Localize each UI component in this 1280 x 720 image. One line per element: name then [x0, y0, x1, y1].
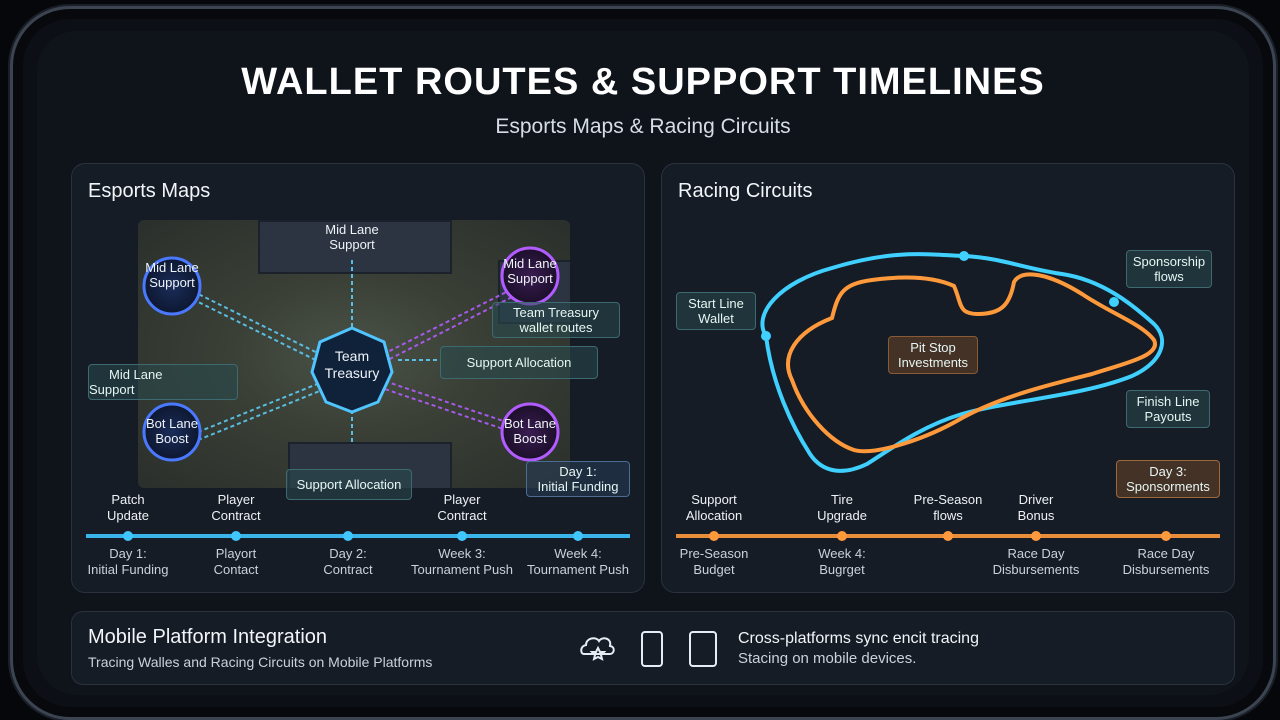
racing-timeline-marker[interactable] [709, 531, 719, 541]
esports-timeline-date-label: Day 2: Contract [323, 546, 373, 577]
sync-title: Cross-platforms sync encit tracing [738, 630, 979, 647]
racing-timeline-date-label: Week 4: Bugrget [818, 546, 866, 577]
screen: WALLET ROUTES & SUPPORT TIMELINES Esport… [37, 31, 1249, 695]
esports-timeline-marker[interactable] [123, 531, 133, 541]
mid-lane-support-node-left[interactable] [142, 256, 202, 316]
mid-lane-support-label-top-right: Mid Lane Support [503, 256, 557, 286]
racing-timeline-marker[interactable] [1161, 531, 1171, 541]
outer-circuit-track [760, 252, 1165, 473]
esports-panel: Esports Maps [71, 163, 645, 593]
bot-lane-boost-node-right[interactable] [500, 402, 560, 462]
mobile-integration-subtitle: Tracing Walles and Racing Circuits on Mo… [88, 654, 433, 670]
esports-timeline-marker[interactable] [343, 531, 353, 541]
device-icons [580, 631, 717, 667]
phone-icon [641, 631, 663, 667]
racing-panel: Racing Circuits Start Line Wallet Sponso… [661, 163, 1235, 593]
support-allocation-box-right: Support Allocation [440, 346, 598, 379]
esports-timeline-date-label: Playort Contact [213, 546, 259, 577]
mobile-integration-panel: Mobile Platform Integration Tracing Wall… [71, 611, 1235, 685]
mid-lane-support-label-top: Mid Lane Support [325, 222, 379, 252]
esports-timeline-event-label: Player Contract [437, 492, 487, 523]
racing-timeline-date-label: Race Day Disbursements [1122, 546, 1210, 577]
mid-lane-support-box-left: Mid Lane Support [88, 364, 238, 400]
mobile-integration-title: Mobile Platform Integration [88, 626, 328, 648]
racing-timeline-event-label: Pre-Season flows [913, 492, 983, 523]
page-subtitle: Esports Maps & Racing Circuits [495, 115, 791, 138]
inner-circuit-track [786, 272, 1157, 454]
esports-timeline-event-label: Player Contract [211, 492, 261, 523]
circuit-checkpoint-start[interactable] [761, 331, 771, 341]
circuit-checkpoint-top[interactable] [959, 251, 969, 261]
device-frame: WALLET ROUTES & SUPPORT TIMELINES Esport… [10, 6, 1276, 720]
esports-timeline-marker[interactable] [231, 531, 241, 541]
racing-timeline-date-label: Race Day Disbursements [992, 546, 1080, 577]
bot-lane-boost-label-right: Bot Lane Boost [503, 416, 557, 446]
racing-timeline-event-label: Driver Bonus [1017, 492, 1055, 523]
esports-route-lines [142, 246, 560, 462]
esports-timeline-date-label: Day 1: Initial Funding [87, 546, 169, 577]
racing-panel-title: Racing Circuits [678, 180, 813, 202]
map-building-top [258, 220, 452, 274]
bot-lane-boost-label-left: Bot Lane Boost [145, 416, 199, 446]
sync-subtitle: Stacing on mobile devices. [738, 650, 917, 667]
racing-circuit [760, 251, 1165, 473]
tablet-icon [689, 631, 717, 667]
racing-timeline-date-label: Pre-Season Budget [679, 546, 749, 577]
racing-timeline-marker[interactable] [943, 531, 953, 541]
racing-timeline-marker[interactable] [1031, 531, 1041, 541]
esports-timeline-date-label: Week 3: Tournament Push [411, 546, 513, 577]
page-title: WALLET ROUTES & SUPPORT TIMELINES [241, 61, 1045, 103]
circuit-checkpoint-sponsorship[interactable] [1109, 297, 1119, 307]
team-treasury-label: Team Treasury [324, 348, 380, 381]
racing-timeline-marker[interactable] [837, 531, 847, 541]
esports-timeline-event-label: Patch Update [107, 492, 149, 523]
support-allocation-box-bottom: Support Allocation [286, 469, 412, 500]
racing-timeline-event-label: Support Allocation [685, 492, 743, 523]
racing-timeline [676, 531, 1220, 541]
sponsorship-flows-box: Sponsorship flows [1126, 250, 1212, 288]
team-treasury-node[interactable] [310, 326, 394, 414]
esports-timeline [86, 531, 630, 541]
start-line-wallet-box: Start Line Wallet [676, 292, 756, 330]
pit-stop-investments-box: Pit Stop Investments [888, 336, 978, 374]
mid-lane-support-label-top-left: Mid Lane Support [145, 260, 199, 290]
bot-lane-boost-node-left[interactable] [142, 402, 202, 462]
day3-sponsorments-box: Day 3: Sponsorments [1116, 460, 1220, 498]
esports-panel-title: Esports Maps [88, 180, 211, 202]
esports-timeline-date-label: Week 4: Tournament Push [527, 546, 629, 577]
esports-timeline-marker[interactable] [573, 531, 583, 541]
finish-line-payouts-box: Finish Line Payouts [1126, 390, 1210, 428]
team-treasury-routes-box: Team Treasury wallet routes [492, 302, 620, 338]
esports-timeline-marker[interactable] [457, 531, 467, 541]
racing-timeline-event-label: Tire Upgrade [817, 492, 867, 523]
cloud-sync-icon [580, 637, 615, 661]
day1-initial-funding-box: Day 1: Initial Funding [526, 461, 630, 497]
